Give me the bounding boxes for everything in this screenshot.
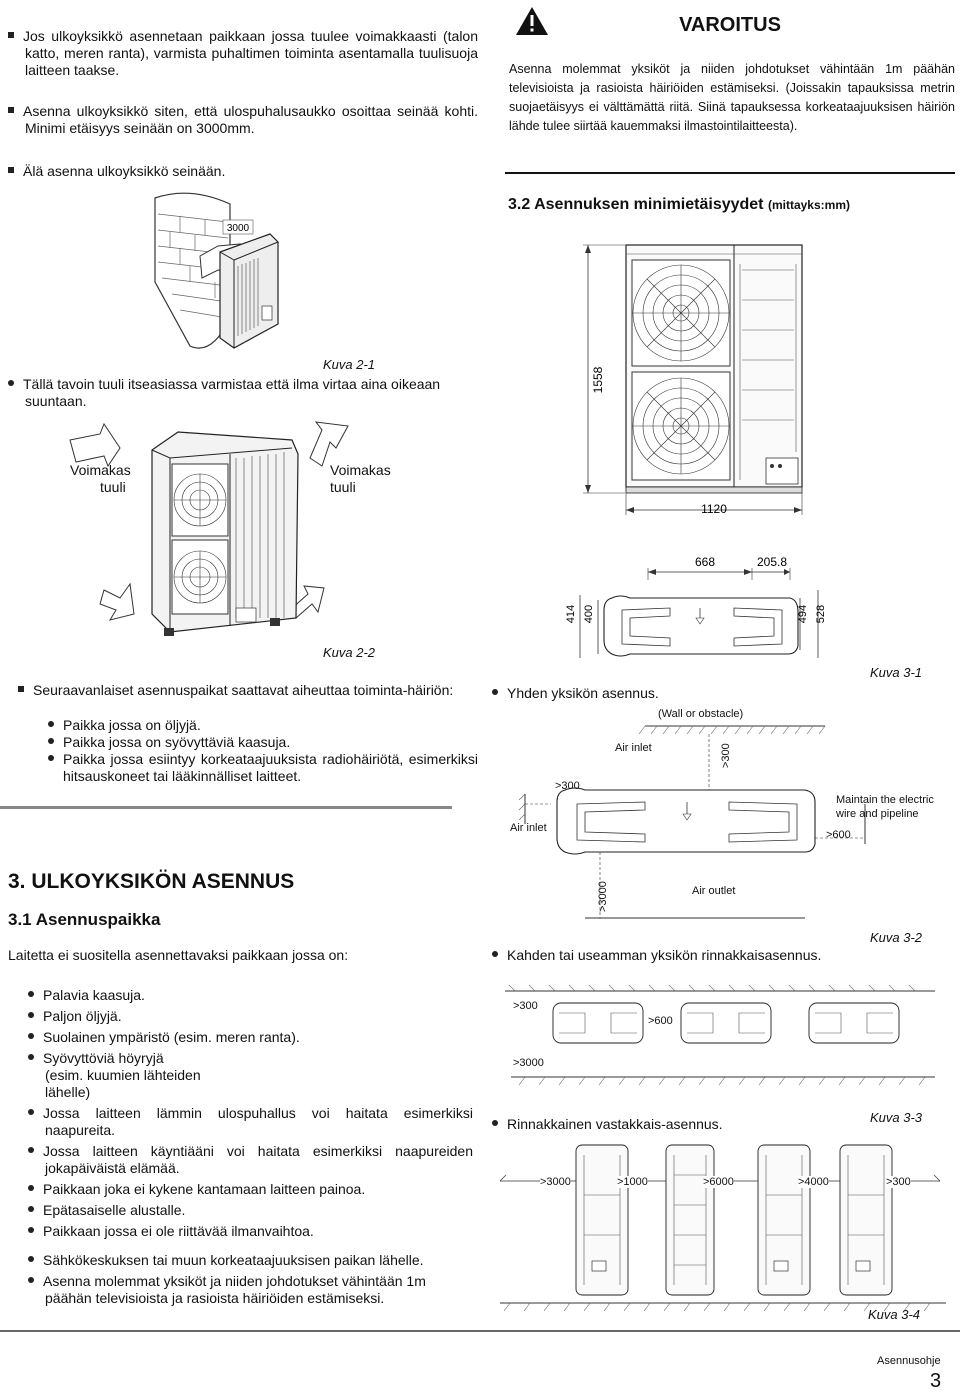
place-item: Jossa laitteen käyntiääni voi haitata es… — [28, 1143, 473, 1177]
dim-414: 414 — [565, 605, 577, 623]
fig2-1-caption: Kuva 2-1 — [323, 357, 376, 372]
place-item: Paljon öljyjä. — [28, 1008, 473, 1025]
unit-top-view: 668 205.8 414 400 494 528 — [565, 555, 827, 658]
single-unit-bullet: Yhden yksikön asennus. — [492, 685, 659, 702]
place-item: Asenna molemmat yksiköt ja niiden johdot… — [28, 1273, 473, 1307]
parallel-clearance-3000: >3000 — [513, 1057, 544, 1069]
interference-list: Paikka jossa on öljyjä. Paikka jossa on … — [38, 717, 478, 785]
interference-intro: Seuraavanlaiset asennuspaikat saattavat … — [18, 682, 478, 699]
dim-205: 205.8 — [757, 555, 787, 569]
unsuitable-places-list: Palavia kaasuja. Paljon öljyjä. Suolaine… — [28, 987, 473, 1307]
fig3-1-caption: Kuva 3-1 — [870, 665, 923, 680]
opposite-dim-2: >1000 — [617, 1176, 648, 1188]
air-outlet-label: Air outlet — [692, 885, 736, 897]
installation-intro: Laitetta ei suositella asennettavaksi pa… — [8, 947, 349, 963]
parallel-installation-diagram — [505, 985, 935, 1086]
air-inlet-top-label: Air inlet — [615, 742, 652, 754]
wind-label-left-2: tuuli — [100, 479, 126, 495]
section-3-2-title: 3.2 Asennuksen minimietäisyydet (mittayk… — [508, 196, 850, 213]
dim-width: 1120 — [701, 502, 727, 516]
interference-item-2: Paikka jossa on syövyttäviä kaasuja. — [38, 734, 478, 751]
fig3-4-caption: Kuva 3-4 — [868, 1307, 921, 1322]
opposite-dim-4: >4000 — [798, 1176, 829, 1188]
section-title: 3. ULKOYKSIKÖN ASENNUS — [8, 870, 295, 893]
place-item: Jossa laitteen lämmin ulospuhallus voi h… — [28, 1105, 473, 1139]
wind-label-left-1: Voimakas — [70, 462, 131, 478]
bullet-outlet-direction: Asenna ulkoyksikkö siten, että ulospuhal… — [8, 103, 478, 137]
dim-668: 668 — [695, 555, 715, 569]
opposite-dim-3: >6000 — [703, 1176, 734, 1188]
place-item: Paikkaan joka ei kykene kantamaan laitte… — [28, 1181, 473, 1198]
dim-494: 494 — [797, 605, 809, 623]
opposite-dim-1: >3000 — [540, 1176, 571, 1188]
wall-obstacle-label: (Wall or obstacle) — [658, 708, 744, 720]
footer-divider — [0, 1330, 960, 1332]
clearance-600: >600 — [826, 829, 851, 841]
dim-400: 400 — [583, 605, 595, 623]
clearance-300-top: >300 — [720, 743, 732, 768]
parallel-clearance-600: >600 — [648, 1015, 673, 1027]
parallel-bullet: Kahden tai useamman yksikön rinnakkaisas… — [492, 947, 821, 964]
footer-label: Asennusohje — [877, 1355, 941, 1367]
clearance-300-left: >300 — [555, 780, 580, 792]
warning-text: Asenna molemmat yksiköt ja niiden johdot… — [509, 62, 955, 133]
warning-triangle-icon — [516, 7, 548, 35]
opposite-installation-diagram — [500, 1144, 946, 1312]
fig2-2-caption: Kuva 2-2 — [323, 645, 376, 660]
place-item: Paikkaan jossa ei ole riittävää ilmanvai… — [28, 1223, 473, 1240]
clearance-3000: >3000 — [597, 881, 609, 912]
warning-title: VAROITUS — [679, 14, 781, 36]
place-item: Suolainen ympäristö (esim. meren ranta). — [28, 1029, 473, 1046]
place-item: Sähkökeskuksen tai muun korkeataajuuksis… — [28, 1252, 473, 1269]
opposite-dim-5: >300 — [886, 1176, 911, 1188]
unit-front-view: 1558 1120 — [583, 244, 803, 516]
page-number: 3 — [930, 1370, 942, 1392]
wall-unit-illustration: 3000 — [154, 192, 279, 349]
fig3-3-caption: Kuva 3-3 — [870, 1110, 923, 1125]
single-unit-clearance-diagram — [518, 725, 866, 919]
air-inlet-left-label: Air inlet — [510, 822, 547, 834]
opposite-bullet: Rinnakkainen vastakkais-asennus. — [492, 1116, 723, 1133]
bullet-wind-direction: Tällä tavoin tuuli itseasiassa varmistaa… — [8, 376, 478, 410]
dim-528: 528 — [815, 605, 827, 623]
place-item: Epätasaiselle alustalle. — [28, 1202, 473, 1219]
bullet-no-wall: Älä asenna ulkoyksikkö seinään. — [8, 163, 478, 180]
dim-height: 1558 — [591, 366, 605, 393]
wind-label-right-2: tuuli — [330, 479, 356, 495]
subsection-title: 3.1 Asennuspaikka — [8, 910, 161, 929]
place-item: Syövyttöviä höyryjä (esim. kuumien lähte… — [28, 1050, 205, 1101]
warning-box: VAROITUS Asenna molemmat yksiköt ja niid… — [505, 6, 955, 174]
divider — [0, 806, 452, 809]
wind-label-right-1: Voimakas — [330, 462, 391, 478]
interference-item-3: Paikka jossa esiintyy korkeataajuuksista… — [38, 751, 478, 785]
maintain-wire-label: Maintain the electric wire and pipeline — [836, 794, 934, 820]
strong-wind-illustration — [69, 421, 349, 636]
interference-item-1: Paikka jossa on öljyjä. — [38, 717, 478, 734]
place-item: Palavia kaasuja. — [28, 987, 473, 1004]
fig3-2-caption: Kuva 3-2 — [870, 930, 923, 945]
parallel-clearance-300: >300 — [513, 1000, 538, 1012]
fig1-dimension: 3000 — [227, 223, 250, 234]
bullet-wind-shield: Jos ulkoyksikkö asennetaan paikkaan joss… — [8, 28, 478, 79]
